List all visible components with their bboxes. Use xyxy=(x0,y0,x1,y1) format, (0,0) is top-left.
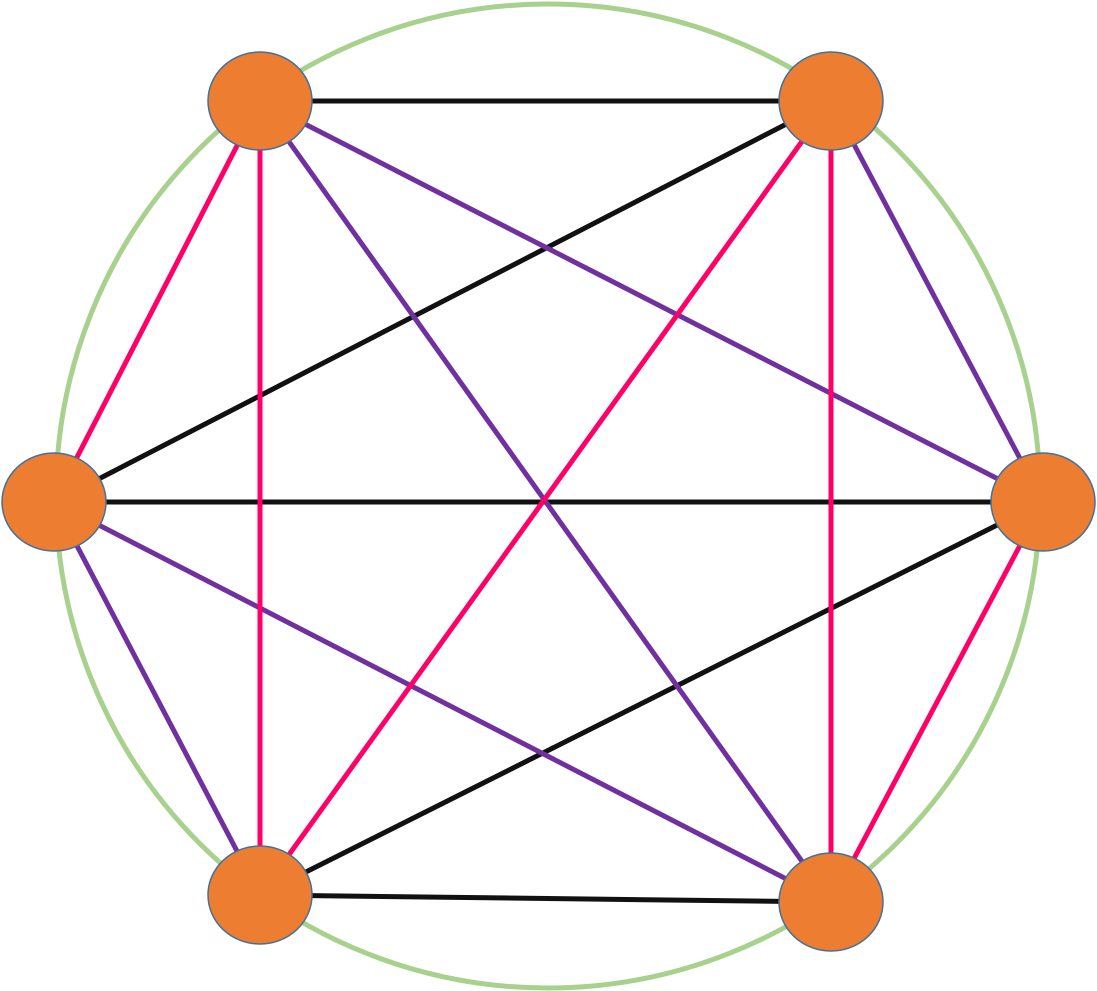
edge-top-right-bottom-left xyxy=(257,99,834,897)
edge-bottom-left-bottom-right xyxy=(259,892,832,905)
edge-top-left-left xyxy=(51,99,263,504)
edge-top-left-right xyxy=(258,98,1045,505)
edge-top-right-right xyxy=(828,99,1046,504)
node-top-right xyxy=(778,51,884,151)
node-left xyxy=(1,452,107,552)
edge-left-bottom-left xyxy=(51,500,263,897)
edge-left-bottom-right xyxy=(52,499,833,905)
node-top-left xyxy=(207,51,313,151)
node-right xyxy=(990,452,1096,552)
node-group xyxy=(1,51,1096,952)
edge-group xyxy=(51,98,1046,905)
edge-right-bottom-right xyxy=(828,500,1046,904)
edge-right-bottom-left xyxy=(258,499,1045,898)
node-bottom-left xyxy=(207,845,313,945)
edge-top-right-left xyxy=(52,98,833,505)
node-bottom-right xyxy=(778,852,884,952)
